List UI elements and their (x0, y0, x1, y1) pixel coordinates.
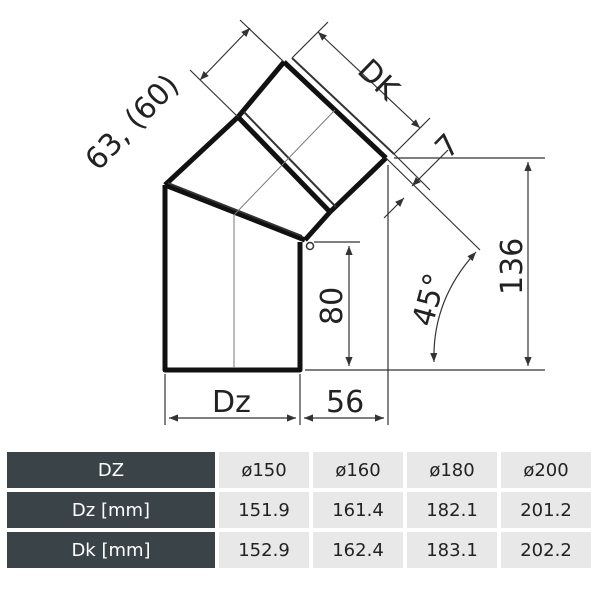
table-row-label: Dk [mm] (7, 532, 215, 568)
dimension-136-label: 136 (495, 238, 530, 295)
table-header-cell: ø150 (219, 452, 309, 488)
dimension-45 (387, 165, 477, 400)
dimension-63 (189, 19, 285, 118)
dimension-80 (314, 241, 360, 366)
dimension-80-label: 80 (315, 287, 350, 325)
dimension-dz-label: Dz (212, 385, 251, 420)
table-header-label: DZ (7, 452, 215, 488)
center-lines (233, 109, 336, 368)
spec-table: DZ ø150 ø160 ø180 ø200 Dz [mm] 151.9 161… (7, 448, 591, 572)
table-cell: 183.1 (407, 532, 497, 568)
table-row: Dk [mm] 152.9 162.4 183.1 202.2 (7, 532, 591, 568)
table-cell: 151.9 (219, 492, 309, 528)
table-header-row: DZ ø150 ø160 ø180 ø200 (7, 452, 591, 488)
dimension-136 (305, 157, 545, 371)
dimension-7 (383, 149, 481, 251)
dimension-45-label: 45° (406, 270, 454, 330)
dimension-56-label: 56 (326, 385, 364, 420)
dimension-dk-label: DK (350, 53, 406, 109)
dimension-dk (291, 21, 431, 155)
table-cell: 182.1 (407, 492, 497, 528)
table-cell: 162.4 (313, 532, 403, 568)
pipe-elbow-drawing: 63, (60) DK 7 136 80 45° Dz (79, 19, 545, 425)
table-row-label: Dz [mm] (7, 492, 215, 528)
table-cell: 201.2 (501, 492, 591, 528)
table-header-cell: ø160 (313, 452, 403, 488)
table-cell: 161.4 (313, 492, 403, 528)
dimension-63-label: 63, (60) (79, 68, 187, 178)
table-cell: 152.9 (219, 532, 309, 568)
table-row: Dz [mm] 151.9 161.4 182.1 201.2 (7, 492, 591, 528)
table-cell: 202.2 (501, 532, 591, 568)
pipe-outline (162, 60, 388, 373)
dimension-dz (164, 374, 301, 425)
table-header-cell: ø180 (407, 452, 497, 488)
table-header-cell: ø200 (501, 452, 591, 488)
dimension-56 (304, 400, 389, 425)
dimension-7-label: 7 (429, 128, 467, 166)
